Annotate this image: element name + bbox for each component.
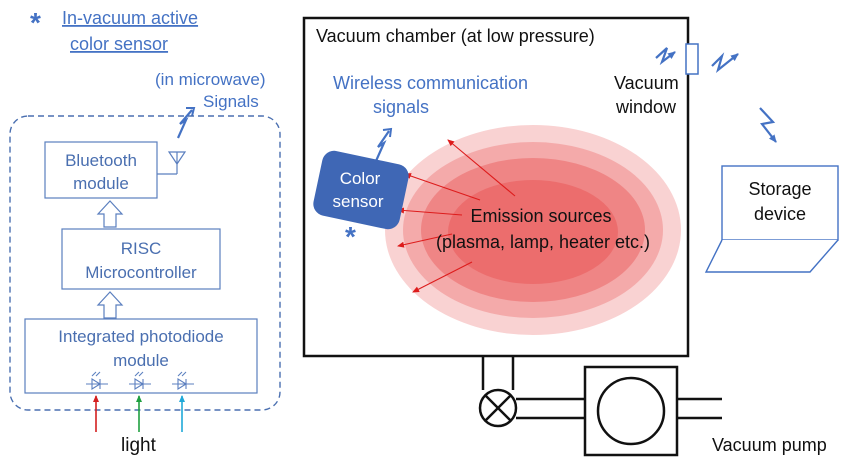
- emission-ray: [397, 233, 453, 248]
- emission-rays: [397, 139, 516, 293]
- wireless-signal-icon: [176, 109, 193, 139]
- wireless-signal-icon: [374, 130, 390, 162]
- sensor-asterisk-icon: *: [345, 221, 356, 252]
- pump-icon: [583, 365, 679, 457]
- vacuum-chamber: Vacuum chamber (at low pressure) Wireles…: [302, 16, 690, 358]
- sensor-label-line-1: Color: [340, 169, 381, 188]
- wireless-signal-arrowhead-icon: [382, 127, 393, 138]
- photodiode-icon: [172, 371, 194, 390]
- wireless-signal-icon: [655, 47, 676, 66]
- pump-label: Vacuum pump: [712, 435, 827, 455]
- up-arrow-icon: [96, 200, 124, 228]
- emission-ray: [412, 261, 473, 293]
- sensor-label-line-2: sensor: [332, 192, 383, 211]
- legend: * In-vacuum active color sensor: [30, 7, 198, 54]
- up-arrow-icon: [96, 291, 124, 319]
- photodiode-module-box: [24, 318, 258, 394]
- photodiode-icon: [86, 371, 108, 390]
- valve-icon: [478, 388, 518, 428]
- emission-core: [448, 180, 618, 284]
- risc-microcontroller-box: [61, 228, 221, 290]
- photodiode-icon: [129, 371, 151, 390]
- sensor-module-diagram: (in microwave) Signals Bluetooth module …: [9, 70, 281, 456]
- emission-label-line-1: Emission sources: [470, 206, 611, 226]
- wireless-signal-icon: [711, 52, 739, 74]
- emission-ray: [397, 207, 463, 216]
- chamber-title: Vacuum chamber (at low pressure): [316, 26, 595, 46]
- emission-ray: [404, 173, 481, 201]
- vacuum-pump-system: [478, 356, 722, 457]
- light-label: light: [121, 435, 157, 456]
- antenna-icon: [157, 151, 187, 175]
- risc-label-line-1: RISC: [121, 239, 162, 258]
- bluetooth-label-line-1: Bluetooth: [65, 151, 137, 170]
- photodiode-label-line-1: Integrated photodiode: [58, 327, 223, 346]
- storage-label-line-1: Storage: [748, 179, 811, 199]
- module-enclosure: [9, 115, 281, 411]
- storage-device: Storage device: [704, 165, 839, 273]
- wireless-signal-arrowhead-icon: [186, 107, 196, 117]
- signal-label-line-1: (in microwave): [155, 70, 266, 89]
- emission-label-line-2: (plasma, lamp, heater etc.): [436, 232, 650, 252]
- vacuum-window: Vacuum window: [614, 43, 739, 117]
- bluetooth-label-line-2: module: [73, 174, 129, 193]
- legend-line-2: color sensor: [70, 34, 168, 54]
- signal-label-line-2: Signals: [203, 92, 259, 111]
- wireless-signal-icon: [759, 107, 777, 143]
- wireless-label-line-2: signals: [373, 97, 429, 117]
- window-label-line-1: Vacuum: [614, 73, 679, 93]
- risc-label-line-2: Microcontroller: [85, 263, 197, 282]
- color-sensor-block: [313, 150, 409, 230]
- storage-label-line-2: device: [754, 204, 806, 224]
- emission-ray: [447, 139, 516, 197]
- wireless-label-line-1: Wireless communication: [333, 73, 528, 93]
- laptop-icon: [704, 165, 839, 273]
- legend-line-1: In-vacuum active: [62, 8, 198, 28]
- bluetooth-module-box: [44, 141, 158, 199]
- window-pane-icon: [685, 43, 699, 75]
- photodiode-label-line-2: module: [113, 351, 169, 370]
- legend-asterisk-icon: *: [30, 7, 41, 38]
- window-label-line-2: window: [615, 97, 677, 117]
